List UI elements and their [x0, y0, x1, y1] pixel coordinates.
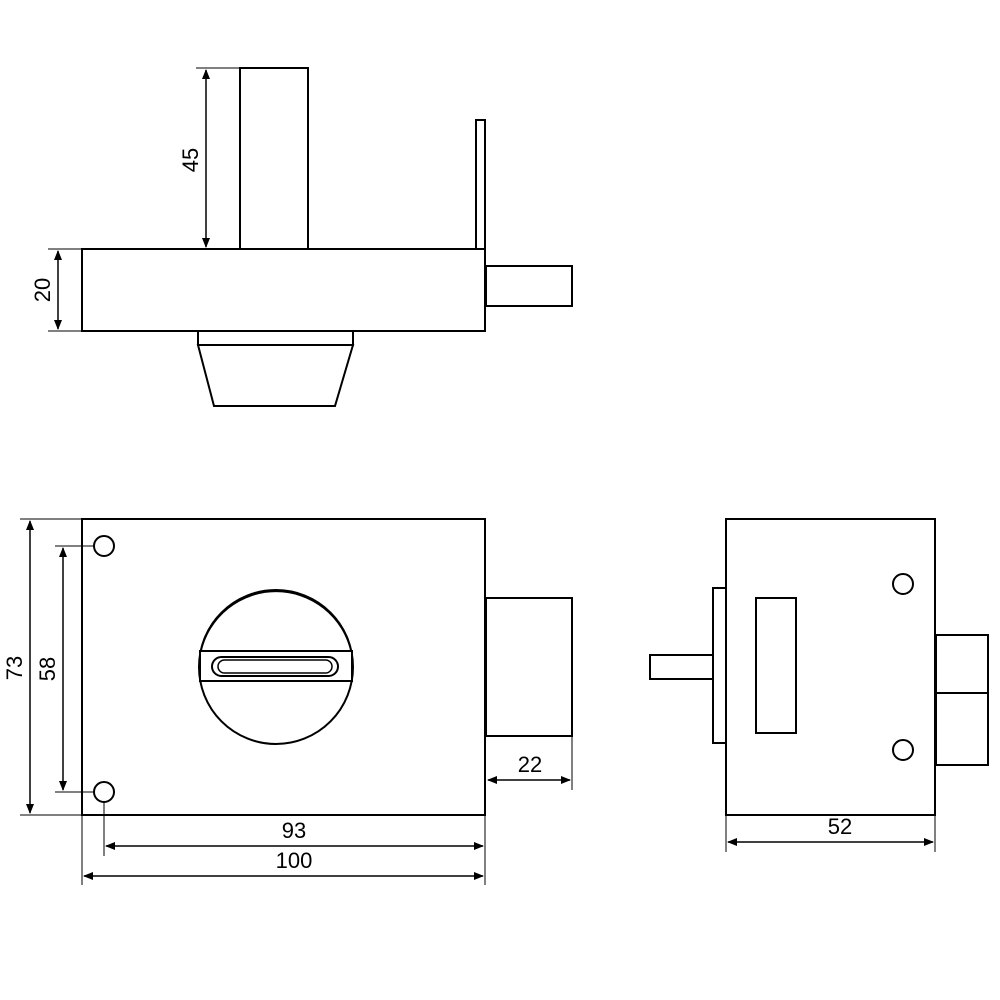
- knob-slot: [211, 656, 339, 677]
- dim-side-depth-label: 52: [828, 814, 852, 839]
- front-view-bolt: [485, 597, 573, 737]
- dim-hole-spacing-vertical-label: 58: [35, 657, 60, 681]
- top-view-cylinder: [239, 67, 309, 250]
- dim-overall-height-label: 73: [2, 656, 27, 680]
- knob-grip-edge-top: [200, 590, 352, 652]
- side-view-slot: [755, 597, 797, 734]
- top-view-bolt: [485, 265, 573, 307]
- dim-bolt-projection-label: 22: [518, 752, 542, 777]
- dim-hole-spacing-horizontal-label: 93: [282, 818, 306, 843]
- side-mounting-hole-top: [892, 573, 914, 595]
- top-view: 45 20: [30, 67, 573, 407]
- top-view-body: [81, 248, 486, 332]
- top-view-knob-collar: [197, 330, 354, 346]
- side-view-bolt-upper: [935, 634, 989, 694]
- side-view-escutcheon: [712, 587, 727, 744]
- dim-overall-width-label: 100: [276, 848, 313, 873]
- dim-top-height-label: 45: [178, 148, 203, 172]
- mounting-hole-bottom: [93, 781, 115, 803]
- side-mounting-hole-bottom: [892, 739, 914, 761]
- front-view: 73 58 22 93 100: [2, 518, 573, 885]
- side-view-spindle: [649, 654, 715, 680]
- knob-slot-inner: [217, 659, 333, 674]
- side-view: 52: [649, 518, 989, 852]
- dim-body-thickness-label: 20: [30, 278, 55, 302]
- side-view-bolt-lower: [935, 692, 989, 766]
- mounting-hole-top: [93, 535, 115, 557]
- top-view-knob: [196, 344, 355, 407]
